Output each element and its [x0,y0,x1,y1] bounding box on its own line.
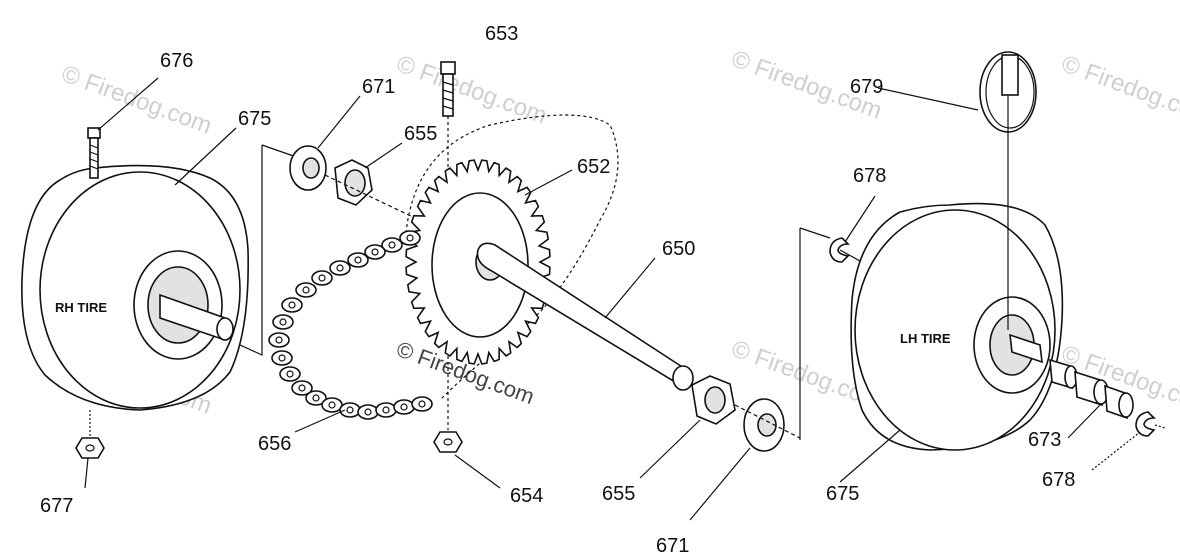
chain-pin [388,241,396,249]
nut-655-bottom [691,375,736,425]
chain-pin [328,401,336,409]
chain-link [295,282,317,298]
chain-link [291,380,313,396]
chain-pin [278,354,286,362]
chain-link [393,399,415,415]
chain-pin [302,286,310,294]
chain-pin [298,384,306,392]
chain-link [339,402,361,418]
chain-link [357,404,379,420]
chain-link [305,390,327,406]
chain-pin [418,400,426,408]
chain-pin [312,394,320,402]
chain-pin [279,318,287,326]
washer-671 [289,145,327,191]
label-655-top: 655 [404,123,437,145]
chain-pin [346,406,354,414]
leader-lines [84,77,1141,521]
bolt-676 [87,127,101,179]
chain-pin [286,370,294,378]
chain-link [381,237,403,253]
nut-677 [75,410,105,459]
label-654: 654 [510,485,543,507]
lh-tire: LH TIRE [850,202,1064,451]
label-673: 673 [1028,429,1061,451]
chain-link [281,297,303,313]
watermark: © Firedog.com [1058,50,1180,129]
label-653: 653 [485,23,518,45]
chain-link [411,396,433,412]
nut-655-top [334,159,373,206]
chain-link [311,270,333,286]
label-655-bottom: 655 [602,483,635,505]
lynch-pin-679 [979,51,1037,330]
chain-link [321,397,343,413]
washer-bottom [743,398,785,452]
chain-pin [275,336,283,344]
nut-654 [433,431,463,453]
label-671: 671 [362,76,395,98]
label-675-right: 675 [826,483,859,505]
lh-tire-label: LH TIRE [900,331,951,346]
axle-650 [476,242,694,391]
chain-link [347,252,369,268]
chain-pin [288,301,296,309]
chain-pin [364,408,372,416]
clip-678-bottom [1135,411,1166,437]
chain-pin [406,234,414,242]
page-number: 671 [656,535,689,555]
label-652: 652 [577,156,610,178]
label-675-left: 675 [238,108,271,130]
chain-pin [382,406,390,414]
watermark: © Firedog.com [58,60,215,139]
chain-pin [354,256,362,264]
chain-link [375,402,397,418]
label-676: 676 [160,50,193,72]
watermark: © Firedog.com [393,50,550,129]
chain-link [399,230,421,246]
rh-tire-label: RH TIRE [55,300,107,315]
chain-link [364,244,386,260]
chain-link [271,350,293,366]
chain-link [272,314,294,330]
chain-pin [400,403,408,411]
clip-678-top [829,237,850,263]
chain-pin [336,264,344,272]
sprocket-652 [405,159,551,365]
label-677: 677 [40,495,73,517]
chain-link [279,366,301,382]
chain-656 [268,230,433,420]
label-678-bottom: 678 [1042,469,1075,491]
chain-pin [318,274,326,282]
chain-link [329,260,351,276]
label-656: 656 [258,433,291,455]
rh-tire: RH TIRE [21,164,249,411]
part-labels: 676 675 671 653 655 652 650 679 678 656 … [40,23,1075,555]
label-679: 679 [850,76,883,98]
label-678-top: 678 [853,165,886,187]
label-650: 650 [662,238,695,260]
chain-link [268,332,290,348]
spacers-673 [1049,358,1134,420]
chain-pin [371,248,379,256]
